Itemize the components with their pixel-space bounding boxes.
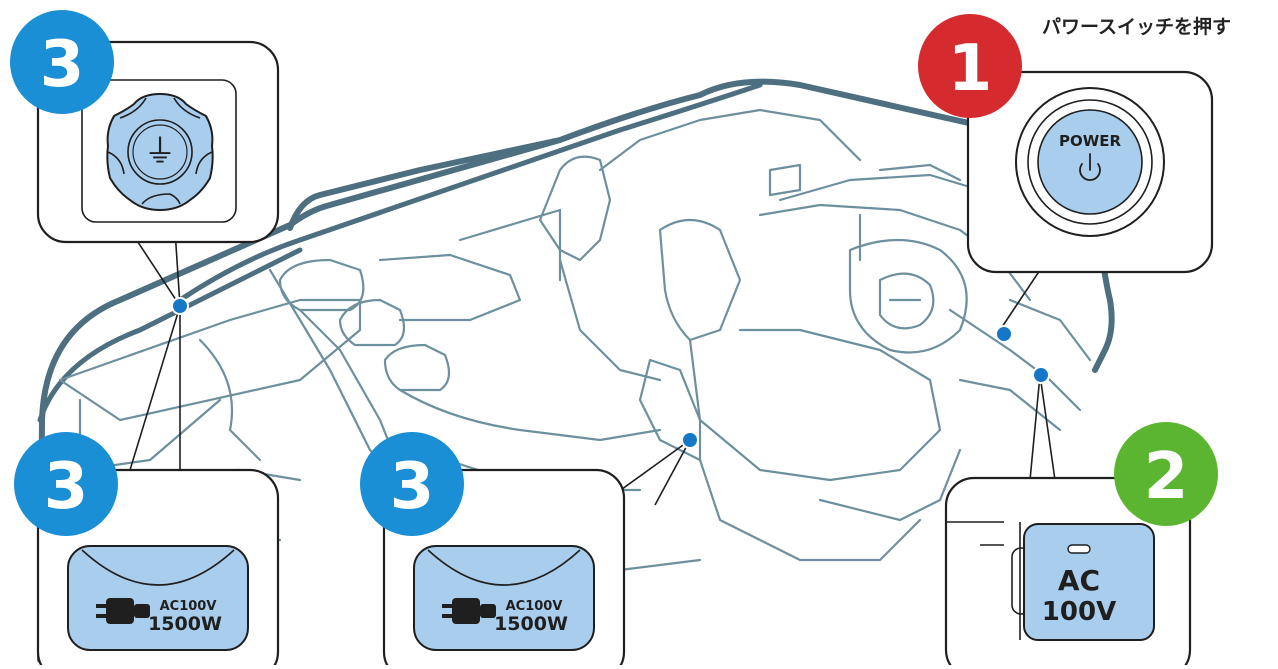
instruction-caption: パワースイッチを押す — [1042, 16, 1232, 38]
badge-1: 1 — [918, 14, 1022, 118]
dot-power — [995, 325, 1013, 343]
power-icon — [1079, 153, 1101, 181]
dot-ground — [171, 297, 189, 315]
roof-line — [177, 82, 763, 303]
dot-ac — [1032, 366, 1050, 384]
badge-3-bottom-mid: 3 — [360, 432, 464, 536]
outlet-left-rating: AC100V — [160, 599, 217, 614]
ground-knob: ⏚ — [106, 92, 214, 212]
outlet-left-wattage: 1500W — [148, 613, 222, 635]
car-body-outline — [37, 78, 1115, 663]
plug-icon — [96, 598, 150, 624]
ground-symbol: ⏚ — [144, 132, 176, 170]
badge-3-bottom-left: 3 — [14, 432, 118, 536]
badge-3-number: 3 — [44, 450, 89, 524]
ac-outlet-panel — [1023, 523, 1155, 641]
dot-rear-outlet — [681, 431, 699, 449]
callout-ac-panel: AC 100V — [944, 476, 1192, 669]
ac-label: AC — [1058, 564, 1100, 597]
callout-power: POWER — [966, 70, 1214, 274]
power-button-label: POWER — [1059, 132, 1122, 150]
badge-2-number: 2 — [1144, 440, 1189, 514]
badge-3-top-left: 3 — [10, 10, 114, 114]
badge-3-number: 3 — [390, 450, 435, 524]
badge-1-number: 1 — [948, 32, 993, 106]
leader-ac — [1029, 374, 1056, 481]
location-dots — [171, 297, 1050, 449]
plug-icon — [442, 598, 496, 624]
badge-2: 2 — [1114, 422, 1218, 526]
leader-lines — [129, 229, 1096, 506]
outlet-mid-rating: AC100V — [506, 599, 563, 614]
rear-window-frame — [37, 247, 303, 423]
badge-3-number: 3 — [40, 28, 85, 102]
ac-voltage-label: 100V — [1042, 597, 1116, 627]
outlet-mid-wattage: 1500W — [494, 613, 568, 635]
